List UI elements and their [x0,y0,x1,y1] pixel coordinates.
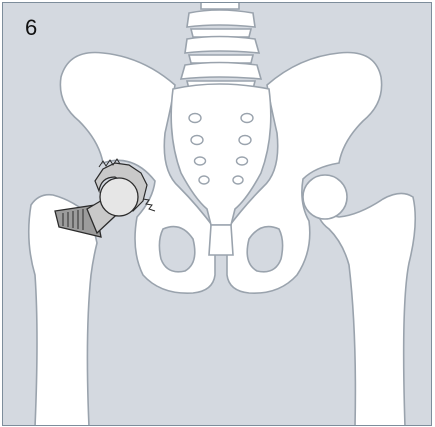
pubic-symphysis [209,225,233,255]
step-number: 6 [25,17,37,39]
pelvis-illustration [3,3,432,426]
right-femur [317,193,416,426]
left-obturator-foramen [159,227,194,272]
right-obturator-foramen [247,227,282,272]
lumbar-spine [181,3,261,89]
right-femoral-head [303,175,347,219]
implant-head [100,178,138,216]
